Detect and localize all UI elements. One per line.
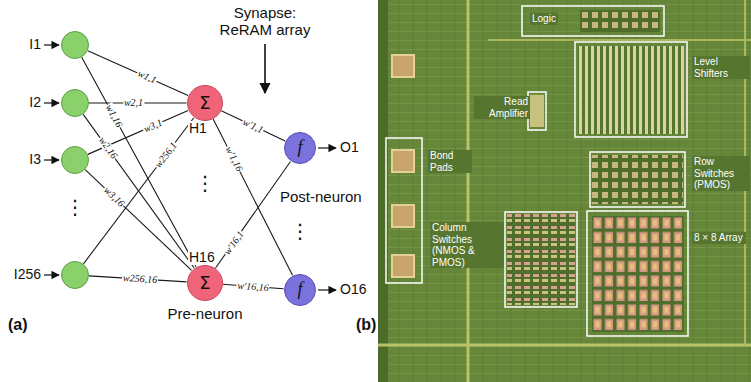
region-outline [528,92,546,130]
region-outline [575,42,687,137]
function-symbol: f [297,280,302,300]
weight-label: w′16,16 [235,280,269,292]
output-label: O16 [339,282,367,297]
ellipsis: ⋮ [65,196,85,219]
synapse-line [83,114,194,268]
weight-label: w′16,1 [221,228,245,257]
chip-photo [378,0,751,382]
pre-neuron: ΣH1 [187,85,223,121]
block-label: Level Shifters [692,56,750,79]
column-switch-block [507,214,575,305]
input-neuron: I256 [61,261,89,289]
block-label: Read Amplifier [474,96,530,119]
reram-array [592,216,684,332]
weight-label: w2,1 [123,98,144,108]
weight-label: w3,1 [141,117,164,135]
panel-label: (a) [8,316,28,334]
ellipsis: ⋮ [290,220,310,243]
annotation: Synapse: ReRAM array [215,4,315,39]
weight-label: w3,16 [101,184,127,209]
input-label: I1 [28,37,42,52]
metal-trace [378,344,751,347]
input-arrow [44,159,59,160]
block-label: Logic [530,13,558,25]
region-outline [522,6,664,36]
block-label: 8 × 8 Array [692,232,746,244]
weight-label: w256,1 [153,139,180,170]
output-label: O1 [339,140,360,155]
input-neuron: I2 [61,89,89,117]
weight-label: w′1,1 [240,116,265,135]
input-arrow [44,102,59,103]
logic-block [580,10,660,32]
function-symbol: f [297,138,302,158]
neuron-label: H16 [188,250,216,265]
row-switch-block [592,155,683,204]
metal-trace [467,0,470,382]
level-shifter-block [578,46,684,134]
bond-pad [392,205,414,227]
bond-pad [392,55,414,77]
output-arrow [318,289,336,290]
post-neuron: fO1 [284,132,316,164]
weight-label: w2,16 [96,134,119,161]
weight-label: w1,1 [135,68,158,86]
output-arrow [318,147,336,148]
input-neuron: I1 [61,31,89,59]
ellipsis: ⋮ [195,172,215,195]
output-arrows [318,148,336,290]
region-outline [505,212,577,307]
block-label: Row Switches (PMOS) [692,156,750,191]
panel-label: (b) [356,316,376,334]
input-label: I3 [28,152,42,167]
synapse-line [215,161,290,268]
input-neuron: I3 [61,146,89,174]
bond-pad [392,255,414,277]
synapse-line [82,57,196,266]
neuron-label: H1 [188,121,208,136]
post-neuron: fO16 [284,274,316,306]
layer-label: Pre-neuron [160,305,250,322]
input-label: I256 [13,267,42,282]
weight-label: w1,16 [103,103,124,131]
weight-label: w′1,16 [223,144,245,174]
synapse-line [88,51,188,96]
input-label: I2 [28,95,42,110]
pointer-arrow [264,44,266,93]
region-outline [587,211,688,336]
input-arrow [44,44,59,45]
synapse-line [83,118,193,264]
input-arrows [44,45,59,275]
sum-symbol: Σ [199,273,210,293]
block-label: Column Switches (NMOS & PMOS) [430,222,504,268]
synapse-line [221,111,285,141]
amplifier-block [530,95,544,127]
input-arrow [44,274,59,275]
synapse-line [85,170,191,271]
bond-pad [392,150,414,172]
block-label: Bond Pads [428,150,472,173]
layer-label: Post-neuron [280,188,372,205]
pre-neuron: ΣH16 [187,265,223,301]
sum-symbol: Σ [199,93,210,113]
die-background [378,0,751,382]
metal-trace [488,39,751,41]
region-outline [590,152,685,207]
region-outline [386,138,422,283]
weight-label: w256,16 [122,273,159,285]
